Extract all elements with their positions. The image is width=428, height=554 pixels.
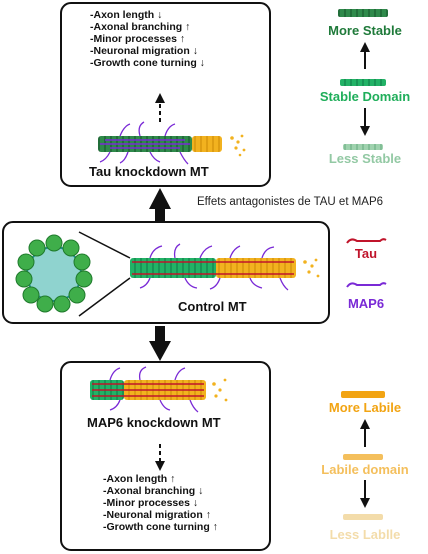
legend-labile-domain-swatch [343, 454, 383, 460]
effect-arrow-icon: ↓ [192, 497, 199, 509]
figure-caption: Effets antagonistes de TAU et MAP6 [197, 196, 384, 208]
map6-knockdown-title: MAP6 knockdown MT [87, 415, 221, 430]
legend-stable-domain-swatch [340, 79, 386, 86]
effect-arrow-icon: ↑ [185, 21, 191, 33]
arrow-up-shaft [155, 207, 165, 224]
map6-effect-row: -Axonal branching ↓ [103, 485, 204, 497]
tau-effect-row: -Axonal branching ↑ [90, 21, 191, 33]
effect-arrow-icon: ↑ [170, 473, 176, 485]
legend-tau-swatch [346, 238, 387, 244]
effect-arrow-icon: ↑ [205, 509, 211, 521]
control-title: Control MT [178, 299, 247, 314]
legend-stable-domain: Stable Domain [319, 89, 411, 104]
legend-less-labile: Less Lablle [329, 527, 401, 542]
zoom-line-top [78, 231, 131, 259]
tau-effect-row: -Axon length ↓ [90, 9, 163, 21]
legend-labile-domain: Labile domain [321, 462, 409, 477]
legend-less-labile-swatch [343, 514, 383, 520]
legend-map6-swatch [346, 282, 387, 288]
tau-effects-list: -Axon length ↓ -Axonal branching ↑ -Mino… [90, 9, 205, 69]
map6-effect-row: -Growth cone turning ↑ [103, 521, 218, 533]
legend-map6-label: MAP6 [347, 296, 385, 311]
effect-arrow-icon: ↓ [157, 9, 163, 21]
arrow-down-head [149, 341, 171, 361]
tau-knockdown-title: Tau knockdown MT [89, 164, 209, 179]
effect-arrow-icon: ↓ [192, 45, 198, 57]
legend-more-stable: More Stable [328, 23, 402, 38]
map6-knockdown-microtubule [90, 366, 228, 413]
neuron-cross-section [15, 234, 93, 313]
tau-effect-row: -Neuronal migration ↓ [90, 45, 198, 57]
map6-effects-list: -Axon length ↑ -Axonal branching ↓ -Mino… [103, 473, 218, 533]
zoom-line-bottom [78, 277, 131, 317]
effect-arrow-icon: ↑ [179, 33, 186, 45]
tau-knockdown-microtubule [98, 121, 246, 165]
map6-effect-row: -Neuronal migration ↑ [103, 509, 211, 521]
arrow-down-shaft [155, 326, 165, 344]
legend-tau-label: Tau [354, 246, 378, 261]
legend-more-labile-swatch [341, 391, 385, 398]
tau-effect-row: -Growth cone turning ↓ [90, 57, 205, 69]
arrow-up-head [149, 188, 171, 209]
tau-effect-row: -Minor processes ↑ [90, 33, 186, 45]
effect-arrow-icon: ↓ [198, 485, 204, 497]
control-microtubule [130, 243, 320, 291]
map6-effect-row: -Axon length ↑ [103, 473, 176, 485]
legend-more-stable-swatch [338, 9, 388, 17]
legend-more-labile: More Labile [328, 400, 402, 415]
effect-arrow-icon: ↑ [212, 521, 218, 533]
legend-less-stable: Less Stable [328, 151, 402, 166]
effect-arrow-icon: ↓ [199, 57, 205, 69]
map6-effect-row: -Minor processes ↓ [103, 497, 199, 509]
legend-less-stable-swatch [343, 144, 383, 150]
